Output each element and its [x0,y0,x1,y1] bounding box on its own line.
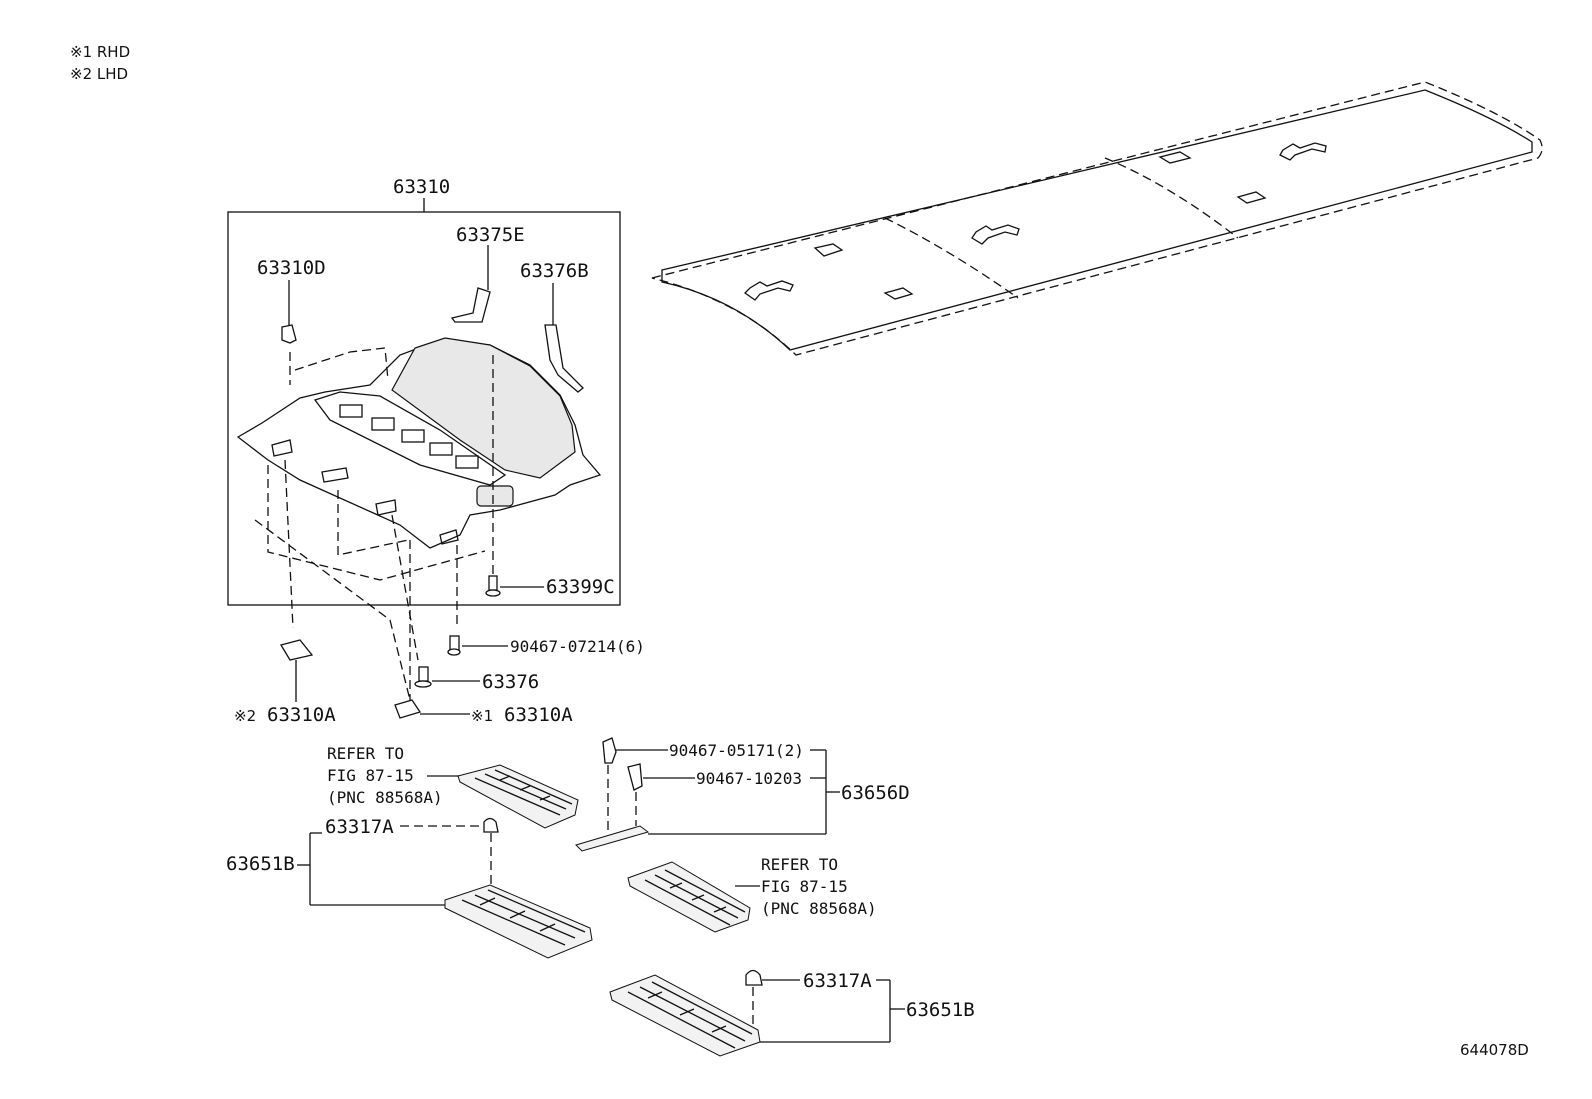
ceiling-grille-right-illustration [627,861,760,933]
label-90467-10203: 90467-10203 [696,769,802,788]
fasteners-group [279,635,508,719]
mark-rhd-63310A: ※1 [471,707,493,725]
ref-right-line3: (PNC 88568A) [761,899,877,918]
label-63310A-lhd: 63310A [267,704,336,726]
label-63317A-upper: 63317A [325,816,394,838]
label-90467-05171: 90467-05171(2) [669,741,804,760]
register-left-illustration [297,817,593,959]
ceiling-grille-left-illustration [427,764,579,829]
label-63651B-left: 63651B [226,853,295,875]
label-63310A-rhd: 63310A [504,704,573,726]
note-lhd: ※2 LHD [70,65,128,83]
label-63376: 63376 [482,671,539,693]
register-right-illustration [609,969,905,1057]
label-63317A-lower: 63317A [803,970,872,992]
note-rhd: ※1 RHD [70,43,130,61]
label-63310: 63310 [393,176,450,198]
headliner-assembly-group [227,198,621,701]
ref-right-line1: REFER TO [761,855,838,874]
label-90467-07214: 90467-07214(6) [510,637,645,656]
figure-id: 644078D [1460,1041,1529,1059]
ref-left-line2: FIG 87-15 [327,766,414,785]
label-63651B-right: 63651B [906,999,975,1021]
label-63376B: 63376B [520,260,589,282]
ref-left-line1: REFER TO [327,744,404,763]
ref-right-line2: FIG 87-15 [761,877,848,896]
label-63310D: 63310D [257,257,326,279]
ref-left-line3: (PNC 88568A) [327,788,443,807]
reading-lamp-group-illustration [575,737,840,852]
label-63375E: 63375E [456,224,525,246]
mark-lhd-63310A: ※2 [234,707,256,725]
label-63399C: 63399C [546,576,615,598]
roof-headliner-illustration [651,81,1543,356]
label-63656D: 63656D [841,782,910,804]
